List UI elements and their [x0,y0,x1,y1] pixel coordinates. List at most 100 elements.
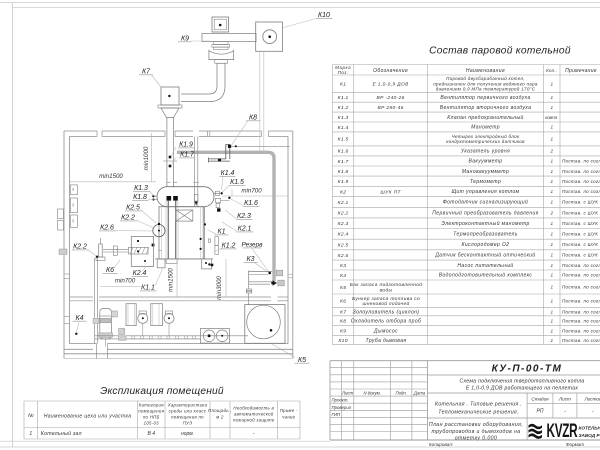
svg-text:Постав. по соглас.: Постав. по соглас. [562,273,600,278]
svg-text:Обозначение: Обозначение [373,68,408,74]
svg-text:чание: чание [282,414,296,419]
svg-text:К2.2: К2.2 [73,244,87,251]
svg-text:К1.9: К1.9 [179,142,193,149]
svg-text:min3000: min3000 [216,276,223,300]
svg-text:компл.: компл. [545,115,558,120]
svg-text:предназначен для получения вод: предназначен для получения водяного пара [433,81,538,86]
svg-text:1: 1 [550,318,553,323]
svg-text:К10: К10 [318,12,330,19]
svg-text:ШУК ПТ: ШУК ПТ [380,189,401,195]
svg-text:Постав. по соглас.: Постав. по соглас. [562,328,600,333]
svg-text:ВР 280-46: ВР 280-46 [377,105,403,111]
svg-text:1: 1 [550,95,553,100]
svg-text:Проверил: Проверил [332,405,352,410]
svg-text:К2.4: К2.4 [133,270,147,277]
svg-text:Термопреобразователь: Термопреобразователь [453,232,518,238]
svg-text:1: 1 [550,273,553,278]
svg-text:Схема подключения твердотоплив: Схема подключения твердотопливного котла [459,378,584,384]
svg-text:Характеристика: Характеристика [167,403,208,408]
svg-text:ГИП: ГИП [332,412,341,417]
svg-text:Паровой двухбарабанный котел,: Паровой двухбарабанный котел, [446,75,525,81]
svg-text:К1.5: К1.5 [230,179,244,186]
svg-text:Наименование: Наименование [466,68,505,74]
svg-text:Стадия: Стадия [531,396,549,401]
svg-text:кондуктометрических датчиков: кондуктометрических датчиков [446,139,525,144]
svg-text:К1.4: К1.4 [338,125,349,131]
svg-text:Кислородомер О2: Кислородомер О2 [462,242,510,248]
svg-text:м 2: м 2 [216,414,224,419]
svg-text:Состав паровой котельной: Состав паровой котельной [429,45,571,56]
svg-text:К1.2: К1.2 [338,105,349,111]
svg-text:Вентилятор вторичного воздуха: Вентилятор вторичного воздуха [440,105,532,111]
svg-text:1: 1 [550,253,553,258]
svg-text:помещения: помещения [138,409,164,414]
svg-text:-: - [253,431,255,437]
svg-text:Необходимость в: Необходимость в [233,406,274,411]
svg-text:Экспликация помещений: Экспликация помещений [100,386,224,397]
svg-text:2: 2 [549,149,553,154]
svg-text:Е 1,0-0,9 ДОВ: Е 1,0-0,9 ДОВ [372,81,409,87]
svg-text:К1.6: К1.6 [338,149,349,155]
svg-text:Термометр: Термометр [470,179,501,185]
svg-text:среды или класс: среды или класс [169,409,207,414]
svg-text:К5: К5 [340,285,346,291]
svg-text:РП: РП [537,409,544,415]
svg-text:К7: К7 [340,310,346,316]
svg-text:N докум.: N докум. [364,391,381,396]
svg-text:Проект.: Проект. [332,398,349,403]
svg-text:Тепломеханические решения.: Тепломеханические решения. [438,410,518,416]
svg-text:Вакуумметр: Вакуумметр [469,159,503,165]
svg-text:Постав. по соглас.: Постав. по соглас. [562,338,600,343]
svg-text:К9: К9 [340,328,346,334]
svg-text:Площадь ,: Площадь , [208,408,232,413]
svg-text:№: № [28,413,34,419]
svg-text:ЗАВОД РОСС: ЗАВОД РОСС [579,433,600,438]
svg-text:эл: эл [71,219,75,222]
svg-text:В 4: В 4 [147,431,155,437]
svg-text:К3: К3 [340,263,346,269]
svg-text:Постав. с ШУК: Постав. с ШУК [562,210,598,215]
svg-text:1: 1 [550,169,553,174]
svg-text:Постав. по соглас.: Постав. по соглас. [562,309,600,314]
svg-text:эл: эл [71,203,75,206]
svg-text:К1.1: К1.1 [141,285,155,292]
svg-text:Котельный зал: Котельный зал [41,430,82,437]
svg-text:Постав. по соглас.: Постав. по соглас. [562,299,600,304]
svg-text:KVZR: KVZR [547,421,579,441]
svg-text:Водоподготовительный комплекс: Водоподготовительный комплекс [439,272,533,279]
svg-text:1: 1 [550,200,553,205]
svg-text:К2.4: К2.4 [338,232,349,238]
svg-text:Указатель уровня: Указатель уровня [461,149,510,155]
svg-text:Резерв: Резерв [241,242,263,249]
svg-text:1: 1 [550,242,553,247]
svg-text:К2.1: К2.1 [338,200,349,206]
svg-text:Постав. по соглас.: Постав. по соглас. [562,263,600,268]
svg-text:Первичный преобразователь давл: Первичный преобразователь давления [432,209,538,216]
svg-text:К1.8: К1.8 [338,169,349,175]
svg-text:К1.9: К1.9 [338,179,349,185]
svg-text:К1.3: К1.3 [134,185,148,192]
svg-text:К6: К6 [106,267,114,274]
svg-text:Электроконтактный манометр: Электроконтактный манометр [441,220,529,227]
svg-text:Щит управления котлом: Щит управления котлом [451,189,519,195]
svg-text:ПУЭ: ПУЭ [183,421,193,426]
svg-text:Постав. по соглас.: Постав. по соглас. [562,169,600,174]
svg-text:1: 1 [550,159,553,164]
svg-text:К7: К7 [142,69,151,76]
svg-text:К3: К3 [246,256,254,263]
svg-text:-: - [564,409,566,415]
svg-text:К1.5: К1.5 [338,137,349,143]
svg-text:пожарной защите: пожарной защите [233,418,275,423]
svg-text:К6: К6 [340,299,346,305]
svg-text:Фотодатчик сигнализирующий: Фотодатчик сигнализирующий [443,199,529,206]
svg-text:Поз.: Поз. [338,70,349,75]
svg-text:1: 1 [550,338,553,343]
svg-text:К1.6: К1.6 [244,200,258,207]
svg-text:1: 1 [550,81,553,86]
svg-text:КУ-П-00-ТМ: КУ-П-00-ТМ [492,364,563,375]
svg-text:давлением 0,9 МПа температу: давлением 0,9 МПа температурой 170°С [436,86,536,92]
svg-text:К2.6: К2.6 [100,225,114,232]
svg-text:Копировал:: Копировал: [429,442,454,447]
svg-text:Охладитель отбора проб: Охладитель отбора проб [351,319,421,325]
svg-text:1: 1 [550,328,553,333]
